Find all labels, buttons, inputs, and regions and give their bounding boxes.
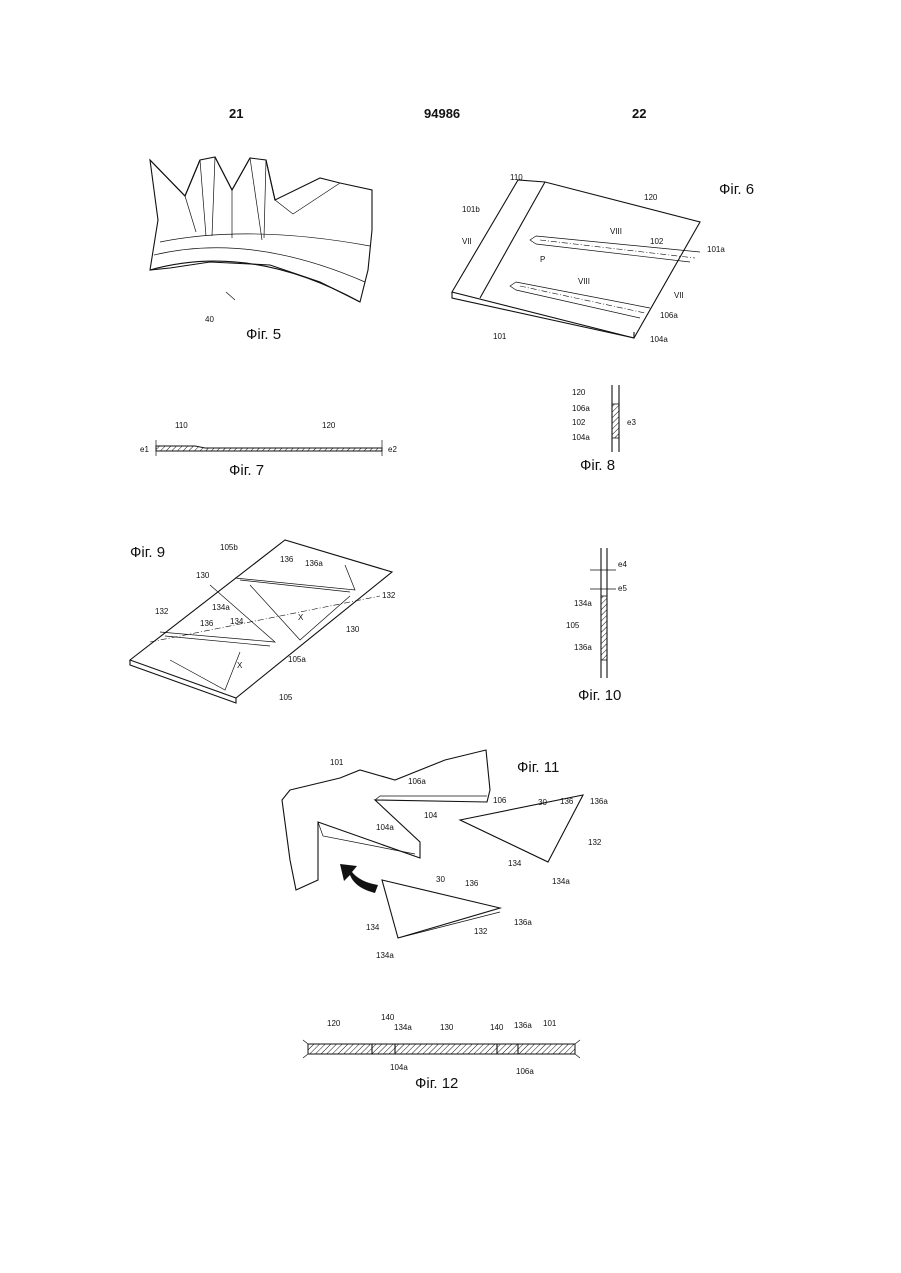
fig11-label-104a-a: 104a (376, 823, 394, 832)
fig11-label-136-a: 136 (560, 797, 574, 806)
fig11-label-106: 106 (493, 796, 507, 805)
fig11-label-134a-b: 134a (376, 951, 394, 960)
fig12-label-136a: 136a (514, 1021, 532, 1030)
fig9-label-132-b: 132 (382, 591, 396, 600)
figure-11: 101 106a 106 104a 104 30 136 136a 132 13… (282, 750, 608, 960)
fig6-label-101b: 101b (462, 205, 480, 214)
fig10-label-136a: 136a (574, 643, 592, 652)
fig6-label-110: 110 (510, 173, 523, 182)
fig6-label-104a: 104a (650, 335, 668, 344)
figure-9: 105b 136 136a 130 132 134a 132 134 136 X… (130, 540, 396, 703)
fig8-label-106a: 106a (572, 404, 590, 413)
fig12-label-140-a: 140 (381, 1013, 395, 1022)
fig9-label-132-a: 132 (155, 607, 169, 616)
figure-6: 110 101b 120 VII VIII 102 101a P VIII VI… (452, 173, 754, 344)
fig7-label-e1: e1 (140, 445, 149, 454)
fig9-label-X-a: X (298, 613, 304, 622)
fig10-label-105: 105 (566, 621, 580, 630)
fig6-label-VIII-b: VIII (578, 277, 590, 286)
fig12-label-140-b: 140 (490, 1023, 504, 1032)
fig8-label-120: 120 (572, 388, 586, 397)
fig12-label-134a: 134a (394, 1023, 412, 1032)
fig6-caption: Фіг. 6 (719, 181, 754, 198)
fig11-label-136a-b: 136a (514, 918, 532, 927)
fig10-label-134a: 134a (574, 599, 592, 608)
fig12-label-106a: 106a (516, 1067, 534, 1076)
fig11-caption: Фіг. 11 (517, 759, 559, 776)
fig9-label-136a: 136a (305, 559, 323, 568)
fig9-label-105a: 105a (288, 655, 306, 664)
fig7-caption: Фіг. 7 (229, 462, 264, 479)
fig6-label-106a: 106a (660, 311, 678, 320)
fig7-label-e2: e2 (388, 445, 397, 454)
fig9-label-136-a: 136 (280, 555, 294, 564)
fig11-label-134-b: 134 (366, 923, 380, 932)
fig8-caption: Фіг. 8 (580, 457, 615, 474)
fig6-label-101a: 101a (707, 245, 725, 254)
fig10-label-e4: e4 (618, 560, 627, 569)
fig11-label-30-a: 30 (538, 798, 547, 807)
fig11-label-101: 101 (330, 758, 344, 767)
fig11-label-104: 104 (424, 811, 438, 820)
fig8-label-104a: 104a (572, 433, 590, 442)
figure-8: 120 106a 102 104a e3 Фіг. 8 (572, 385, 636, 474)
fig6-label-P: P (540, 255, 545, 264)
fig7-label-110: 110 (175, 421, 188, 430)
figure-5: 40 Фіг. 5 (150, 157, 372, 343)
fig11-label-134-a: 134 (508, 859, 522, 868)
fig6-label-VII-a: VII (462, 237, 472, 246)
fig9-caption: Фіг. 9 (130, 544, 165, 561)
fig9-label-130-a: 130 (196, 571, 210, 580)
fig10-label-e5: e5 (618, 584, 627, 593)
fig9-label-105: 105 (279, 693, 293, 702)
fig11-label-134a-a: 134a (552, 877, 570, 886)
fig11-label-132-b: 132 (474, 927, 488, 936)
fig12-label-101: 101 (543, 1019, 557, 1028)
fig5-caption: Фіг. 5 (246, 326, 281, 343)
fig12-label-130: 130 (440, 1023, 454, 1032)
fig10-caption: Фіг. 10 (578, 687, 621, 704)
fig12-label-104a: 104a (390, 1063, 408, 1072)
figure-7: 110 120 e1 e2 Фіг. 7 (140, 421, 397, 479)
fig7-label-120: 120 (322, 421, 336, 430)
fig11-label-136a-a: 136a (590, 797, 608, 806)
fig8-label-e3: e3 (627, 418, 636, 427)
fig9-label-130-b: 130 (346, 625, 360, 634)
figure-10: e4 e5 134a 105 136a Фіг. 10 (566, 548, 627, 704)
fig11-label-136-b: 136 (465, 879, 479, 888)
fig11-label-30-b: 30 (436, 875, 445, 884)
fig11-label-106a-a: 106a (408, 777, 426, 786)
fig9-label-136-b: 136 (200, 619, 214, 628)
figure-12: 120 140 134a 130 140 136a 101 104a 106a … (303, 1013, 580, 1092)
fig11-label-132-a: 132 (588, 838, 602, 847)
fig9-label-134a: 134a (212, 603, 230, 612)
fig12-label-120: 120 (327, 1019, 341, 1028)
fig9-label-X-b: X (237, 661, 243, 670)
fig6-label-101: 101 (493, 332, 507, 341)
fig9-label-105b: 105b (220, 543, 238, 552)
fig5-label: 40 (205, 315, 214, 324)
fig9-label-134: 134 (230, 617, 244, 626)
fig6-label-120: 120 (644, 193, 658, 202)
fig6-label-102: 102 (650, 237, 664, 246)
fig6-label-VIII-a: VIII (610, 227, 622, 236)
fig8-label-102: 102 (572, 418, 586, 427)
fig12-caption: Фіг. 12 (415, 1075, 458, 1092)
fig6-label-VII-b: VII (674, 291, 684, 300)
